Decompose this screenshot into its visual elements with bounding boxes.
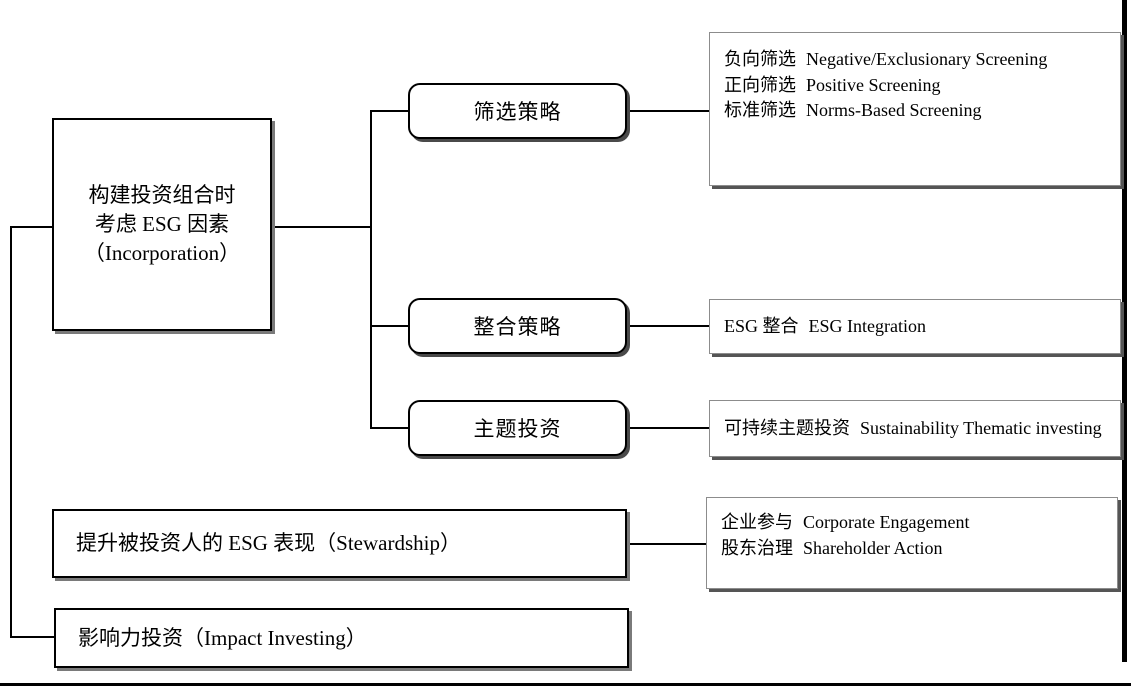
panel-screening-row-2-en: Positive Screening bbox=[806, 74, 941, 95]
panel-thematic-row-1-cn: 可持续主题投资 bbox=[724, 417, 850, 438]
node-strategy-thematic[interactable]: 主题投资 bbox=[408, 400, 627, 456]
page-border-bottom bbox=[0, 683, 1131, 686]
panel-screening-row-3-cn: 标准筛选 bbox=[724, 100, 796, 121]
node-impact-investing-label: 影响力投资（Impact Investing） bbox=[78, 625, 367, 650]
panel-screening-row-1-cn: 负向筛选 bbox=[724, 49, 796, 69]
connector-branch-to-integration bbox=[370, 325, 410, 327]
node-strategy-integration-label: 整合策略 bbox=[473, 315, 562, 339]
connector-root-to-branch bbox=[271, 226, 371, 228]
node-impact-investing[interactable]: 影响力投资（Impact Investing） bbox=[54, 608, 629, 668]
panel-screening-row-1-en: Negative/Exclusionary Screening bbox=[806, 49, 1048, 69]
panel-integration-row-1-cn: ESG 整合 bbox=[724, 315, 799, 336]
node-strategy-thematic-label: 主题投资 bbox=[473, 417, 562, 441]
panel-integration[interactable]: ESG 整合 ESG Integration bbox=[709, 299, 1121, 354]
connector-thematic-to-panel bbox=[626, 427, 711, 429]
page-border-right bbox=[1122, 0, 1127, 662]
panel-stewardship-row-1-en: Corporate Engagement bbox=[803, 512, 970, 532]
connector-integration-to-panel bbox=[626, 325, 711, 327]
node-strategy-integration[interactable]: 整合策略 bbox=[408, 298, 627, 354]
panel-thematic-row-1-en: Sustainability Thematic investing bbox=[860, 417, 1102, 438]
panel-stewardship-row-2: 股东治理 Shareholder Action bbox=[707, 536, 1117, 562]
panel-stewardship-row-1: 企业参与 Corporate Engagement bbox=[707, 510, 1117, 536]
panel-integration-row-1: ESG 整合 ESG Integration bbox=[710, 314, 1120, 340]
connector-spine-to-root bbox=[10, 226, 52, 228]
panel-stewardship-row-2-en: Shareholder Action bbox=[803, 537, 943, 558]
panel-thematic-row-1: 可持续主题投资 Sustainability Thematic investin… bbox=[710, 416, 1120, 442]
node-incorporation-label: 构建投资组合时 考虑 ESG 因素 （Incorporation） bbox=[83, 183, 241, 265]
panel-screening-row-3-en: Norms-Based Screening bbox=[806, 100, 982, 121]
node-stewardship[interactable]: 提升被投资人的 ESG 表现（Stewardship） bbox=[52, 509, 627, 578]
panel-screening-row-2-cn: 正向筛选 bbox=[724, 74, 796, 95]
panel-screening[interactable]: 负向筛选 Negative/Exclusionary Screening 正向筛… bbox=[709, 32, 1121, 186]
connector-branch-spine bbox=[370, 110, 372, 429]
node-incorporation-root[interactable]: 构建投资组合时 考虑 ESG 因素 （Incorporation） bbox=[52, 118, 272, 331]
connector-branch-to-thematic bbox=[370, 427, 410, 429]
connector-stewardship-to-panel bbox=[627, 543, 711, 545]
panel-integration-row-1-en: ESG Integration bbox=[808, 315, 926, 336]
connector-spine-to-impact bbox=[10, 636, 54, 638]
node-stewardship-label: 提升被投资人的 ESG 表现（Stewardship） bbox=[76, 531, 461, 556]
panel-screening-row-3: 标准筛选 Norms-Based Screening bbox=[710, 98, 1120, 124]
node-strategy-screening-label: 筛选策略 bbox=[473, 100, 562, 124]
connector-screening-to-panel bbox=[626, 110, 711, 112]
connector-branch-to-screening bbox=[370, 110, 410, 112]
panel-screening-row-2: 正向筛选 Positive Screening bbox=[710, 73, 1120, 99]
node-strategy-screening[interactable]: 筛选策略 bbox=[408, 83, 627, 139]
panel-screening-row-1: 负向筛选 Negative/Exclusionary Screening bbox=[710, 47, 1120, 73]
panel-stewardship[interactable]: 企业参与 Corporate Engagement 股东治理 Sharehold… bbox=[706, 497, 1118, 589]
panel-stewardship-row-1-cn: 企业参与 bbox=[721, 512, 793, 532]
panel-stewardship-row-2-cn: 股东治理 bbox=[721, 537, 793, 558]
panel-thematic[interactable]: 可持续主题投资 Sustainability Thematic investin… bbox=[709, 400, 1121, 457]
connector-left-spine bbox=[10, 226, 12, 638]
